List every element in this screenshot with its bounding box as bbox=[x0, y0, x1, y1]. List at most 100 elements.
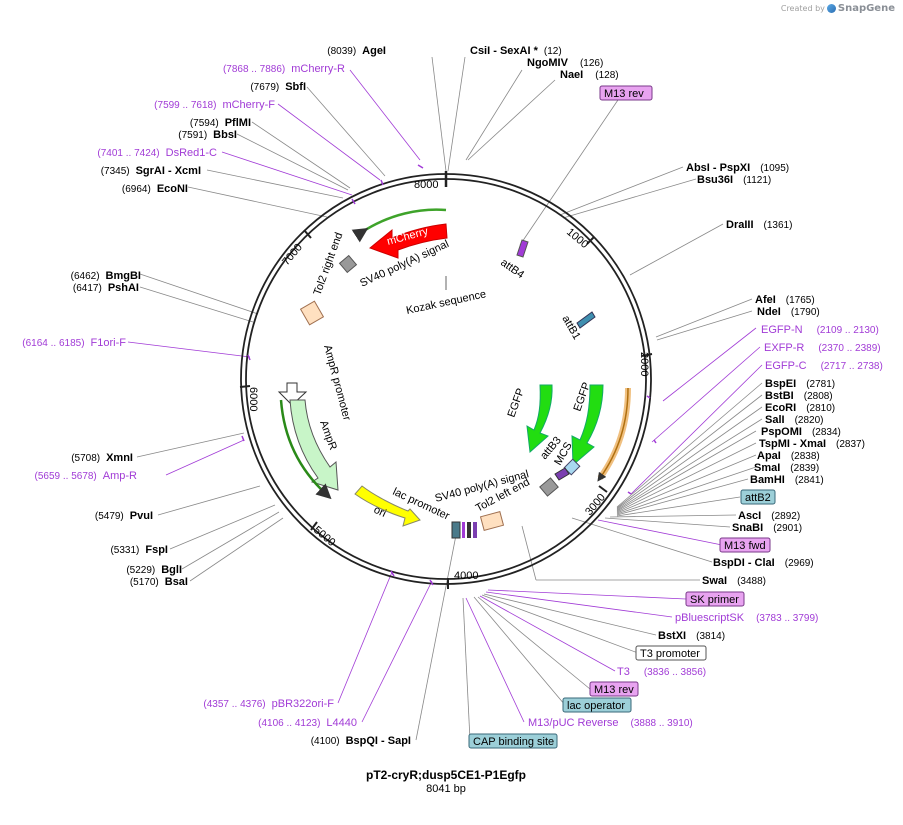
pbr322ori-f-pos: (4357 .. 4376) bbox=[203, 699, 265, 710]
plasmid-length: 8041 bp bbox=[426, 783, 466, 795]
ampr-feature[interactable] bbox=[289, 399, 339, 491]
pspomi-pos: (2834) bbox=[812, 427, 841, 438]
dsred1-c-name[interactable]: DsRed1-C bbox=[166, 147, 217, 159]
amp-r-name[interactable]: Amp-R bbox=[103, 470, 137, 482]
bgli-name[interactable]: BglI bbox=[161, 564, 182, 576]
bsai-name[interactable]: BsaI bbox=[165, 576, 188, 588]
ori-label: ori bbox=[372, 504, 388, 520]
bbsi-name[interactable]: BbsI bbox=[213, 129, 237, 141]
sgrai-pos: (7345) bbox=[101, 166, 130, 177]
sbfi-name[interactable]: SbfI bbox=[285, 81, 306, 93]
sv40-polya-top-feature[interactable] bbox=[338, 254, 358, 274]
m13-rev-bottom-box[interactable] bbox=[589, 681, 639, 697]
tol2-left-end-feature[interactable] bbox=[479, 511, 505, 531]
apai-pos: (2838) bbox=[791, 451, 820, 462]
pshai-name[interactable]: PshAI bbox=[108, 282, 139, 294]
sk-primer-box[interactable] bbox=[685, 591, 745, 607]
egfp-c-pos: (2717 .. 2738) bbox=[821, 361, 883, 372]
agei-name[interactable]: AgeI bbox=[362, 45, 386, 57]
svg-text:(6417)PshAI: (6417)PshAI bbox=[73, 282, 139, 294]
svg-text:(6164 .. 6185)F1ori-F: (6164 .. 6185) F1ori-F bbox=[22, 337, 126, 349]
bmgbi-name[interactable]: BmgBI bbox=[106, 270, 141, 282]
exfp-r-name[interactable]: EXFP-R bbox=[764, 342, 804, 354]
ndei-name[interactable]: NdeI bbox=[757, 306, 781, 318]
smai-name[interactable]: SmaI bbox=[754, 462, 780, 474]
bspqi-name[interactable]: BspQI - SapI bbox=[346, 735, 411, 747]
svg-text:(7345)SgrAI - XcmI: (7345) SgrAI - XcmI bbox=[101, 165, 201, 177]
t3-promoter-feature[interactable] bbox=[462, 522, 465, 538]
f1ori-f-name[interactable]: F1ori-F bbox=[91, 337, 127, 349]
l4440-name[interactable]: L4440 bbox=[326, 717, 357, 729]
attb1-feature[interactable] bbox=[576, 311, 596, 329]
m13-rev-top-box[interactable] bbox=[599, 85, 653, 101]
csii-name[interactable]: CsiI - SexAI * bbox=[470, 45, 539, 57]
sgrai-name[interactable]: SgrAI - XcmI bbox=[136, 165, 201, 177]
swai-name[interactable]: SwaI bbox=[702, 575, 727, 587]
sk-primer-label: SK primer bbox=[690, 594, 739, 606]
bamhi-pos: (2841) bbox=[795, 475, 824, 486]
egfp2-feature[interactable] bbox=[571, 384, 604, 467]
bottom-cluster-feature[interactable] bbox=[467, 522, 471, 538]
bsu36i-pos: (1121) bbox=[743, 175, 771, 186]
right-labels: AbsI - PspXI(1095) Bsu36I(1121) DraIII(1… bbox=[468, 162, 883, 749]
pspomi-name[interactable]: PspOMI bbox=[761, 426, 802, 438]
t3-name[interactable]: T3 bbox=[617, 666, 630, 678]
ecori-name[interactable]: EcoRI bbox=[765, 402, 796, 414]
tick-label-4000: 4000 bbox=[454, 570, 478, 582]
mcherry-feature[interactable] bbox=[368, 223, 448, 259]
mcherry-r-name[interactable]: mCherry-R bbox=[291, 63, 345, 75]
m13-fwd-box[interactable] bbox=[719, 537, 771, 553]
asci-name[interactable]: AscI bbox=[738, 510, 761, 522]
cap-binding-site-box[interactable] bbox=[468, 733, 558, 749]
mcherry-f-name[interactable]: mCherry-F bbox=[222, 99, 275, 111]
t3-promoter-box[interactable] bbox=[635, 645, 707, 661]
tol2-right-end-feature[interactable] bbox=[299, 300, 325, 326]
swai-pos: (3488) bbox=[737, 576, 766, 587]
pbluescriptsk-name[interactable]: pBluescriptSK bbox=[675, 612, 745, 624]
egfp1-feature[interactable] bbox=[526, 384, 553, 454]
apai-name[interactable]: ApaI bbox=[757, 450, 781, 462]
snabi-name[interactable]: SnaBI bbox=[732, 522, 763, 534]
bsu36i-name[interactable]: Bsu36I bbox=[697, 174, 733, 186]
xmni-pos: (5708) bbox=[71, 453, 100, 464]
econi-name[interactable]: EcoNI bbox=[157, 183, 188, 195]
draiii-name[interactable]: DraIII bbox=[726, 219, 754, 231]
bspdi-name[interactable]: BspDI - ClaI bbox=[713, 557, 775, 569]
attb3-feature[interactable] bbox=[554, 467, 570, 481]
xmni-name[interactable]: XmnI bbox=[106, 452, 133, 464]
svg-text:AfeI(1765): AfeI(1765) bbox=[755, 294, 815, 306]
ngomiv-name[interactable]: NgoMIV bbox=[527, 57, 569, 69]
pflmi-name[interactable]: PflMI bbox=[225, 117, 251, 129]
bamhi-name[interactable]: BamHI bbox=[750, 474, 785, 486]
attb4-feature[interactable] bbox=[516, 239, 529, 258]
lac-operator-box[interactable] bbox=[562, 697, 632, 713]
ampr-promoter-feature[interactable] bbox=[277, 382, 308, 406]
pvui-name[interactable]: PvuI bbox=[130, 510, 153, 522]
f1ori-f-pos: (6164 .. 6185) bbox=[22, 338, 84, 349]
attb2-box[interactable] bbox=[740, 489, 776, 505]
sali-name[interactable]: SalI bbox=[765, 414, 785, 426]
tick-label-7000: 7000 bbox=[280, 241, 305, 267]
afei-name[interactable]: AfeI bbox=[755, 294, 776, 306]
egfp-c-name[interactable]: EGFP-C bbox=[765, 360, 807, 372]
ecori-pos: (2810) bbox=[806, 403, 835, 414]
egfp-n-name[interactable]: EGFP-N bbox=[761, 324, 803, 336]
lac-operator-feature[interactable] bbox=[451, 521, 461, 539]
bstbi-name[interactable]: BstBI bbox=[765, 390, 794, 402]
svg-text:(5659 .. 5678)Amp-R: (5659 .. 5678)Amp-R bbox=[35, 470, 138, 482]
m13-fwd-label: M13 fwd bbox=[724, 540, 766, 552]
ampr-translation-arrow bbox=[279, 399, 332, 500]
tspmi-name[interactable]: TspMI - XmaI bbox=[759, 438, 826, 450]
ori-feature[interactable] bbox=[354, 485, 421, 527]
tick-label-2000: 2000 bbox=[638, 352, 650, 376]
absi-name[interactable]: AbsI - PspXI bbox=[686, 162, 750, 174]
sv40-polya-bottom-feature[interactable] bbox=[539, 477, 559, 497]
svg-text:ApaI(2838): ApaI (2838) bbox=[757, 450, 820, 462]
fspi-name[interactable]: FspI bbox=[145, 544, 168, 556]
m13-puc-reverse-name[interactable]: M13/pUC Reverse bbox=[528, 717, 618, 729]
naei-name[interactable]: NaeI bbox=[560, 69, 583, 81]
bstxi-name[interactable]: BstXI bbox=[658, 630, 686, 642]
bspei-name[interactable]: BspEI bbox=[765, 378, 796, 390]
m13-rev-feature[interactable] bbox=[473, 522, 477, 538]
pbr322ori-f-name[interactable]: pBR322ori-F bbox=[272, 698, 335, 710]
